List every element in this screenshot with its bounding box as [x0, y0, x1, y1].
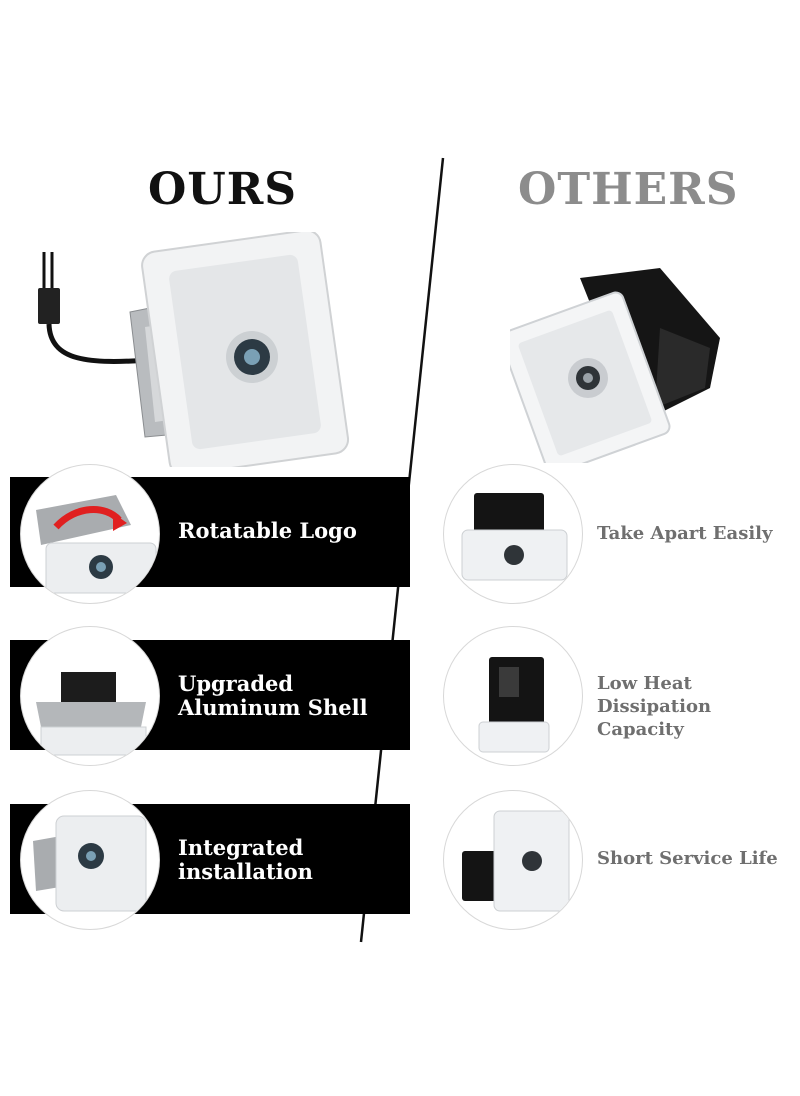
- feature-label-aluminum: Upgraded Aluminum Shell: [178, 671, 368, 720]
- take-apart-icon: [461, 493, 568, 581]
- others-heading: OTHERS: [518, 164, 739, 215]
- feature-label-integrated: Integrated installation: [178, 835, 313, 884]
- others-label-low-heat: Low Heat Dissipation Capacity: [597, 673, 712, 740]
- low-heat-icon: [478, 657, 550, 753]
- short-service-life-icon: [462, 810, 570, 912]
- others-label-take-apart: Take Apart Easily: [597, 523, 773, 544]
- door-light-projector-icon: [510, 268, 720, 463]
- aluminum-shell-thumbnail: [20, 626, 160, 766]
- others-product-image: [510, 268, 725, 463]
- low-heat-thumbnail: [443, 626, 583, 766]
- ours-heading: OURS: [148, 164, 298, 215]
- rotatable-logo-thumbnail: [20, 464, 160, 604]
- rotatable-logo-icon: [36, 495, 157, 594]
- take-apart-thumbnail: [443, 464, 583, 604]
- others-label-short-life: Short Service Life: [597, 848, 778, 869]
- door-light-projector-icon: [38, 232, 350, 467]
- integrated-installation-thumbnail: [20, 790, 160, 930]
- feature-label-rotatable: Rotatable Logo: [178, 518, 357, 543]
- short-service-life-thumbnail: [443, 790, 583, 930]
- aluminum-shell-icon: [36, 672, 147, 756]
- ours-product-image: [30, 232, 350, 467]
- integrated-installation-icon: [33, 815, 147, 912]
